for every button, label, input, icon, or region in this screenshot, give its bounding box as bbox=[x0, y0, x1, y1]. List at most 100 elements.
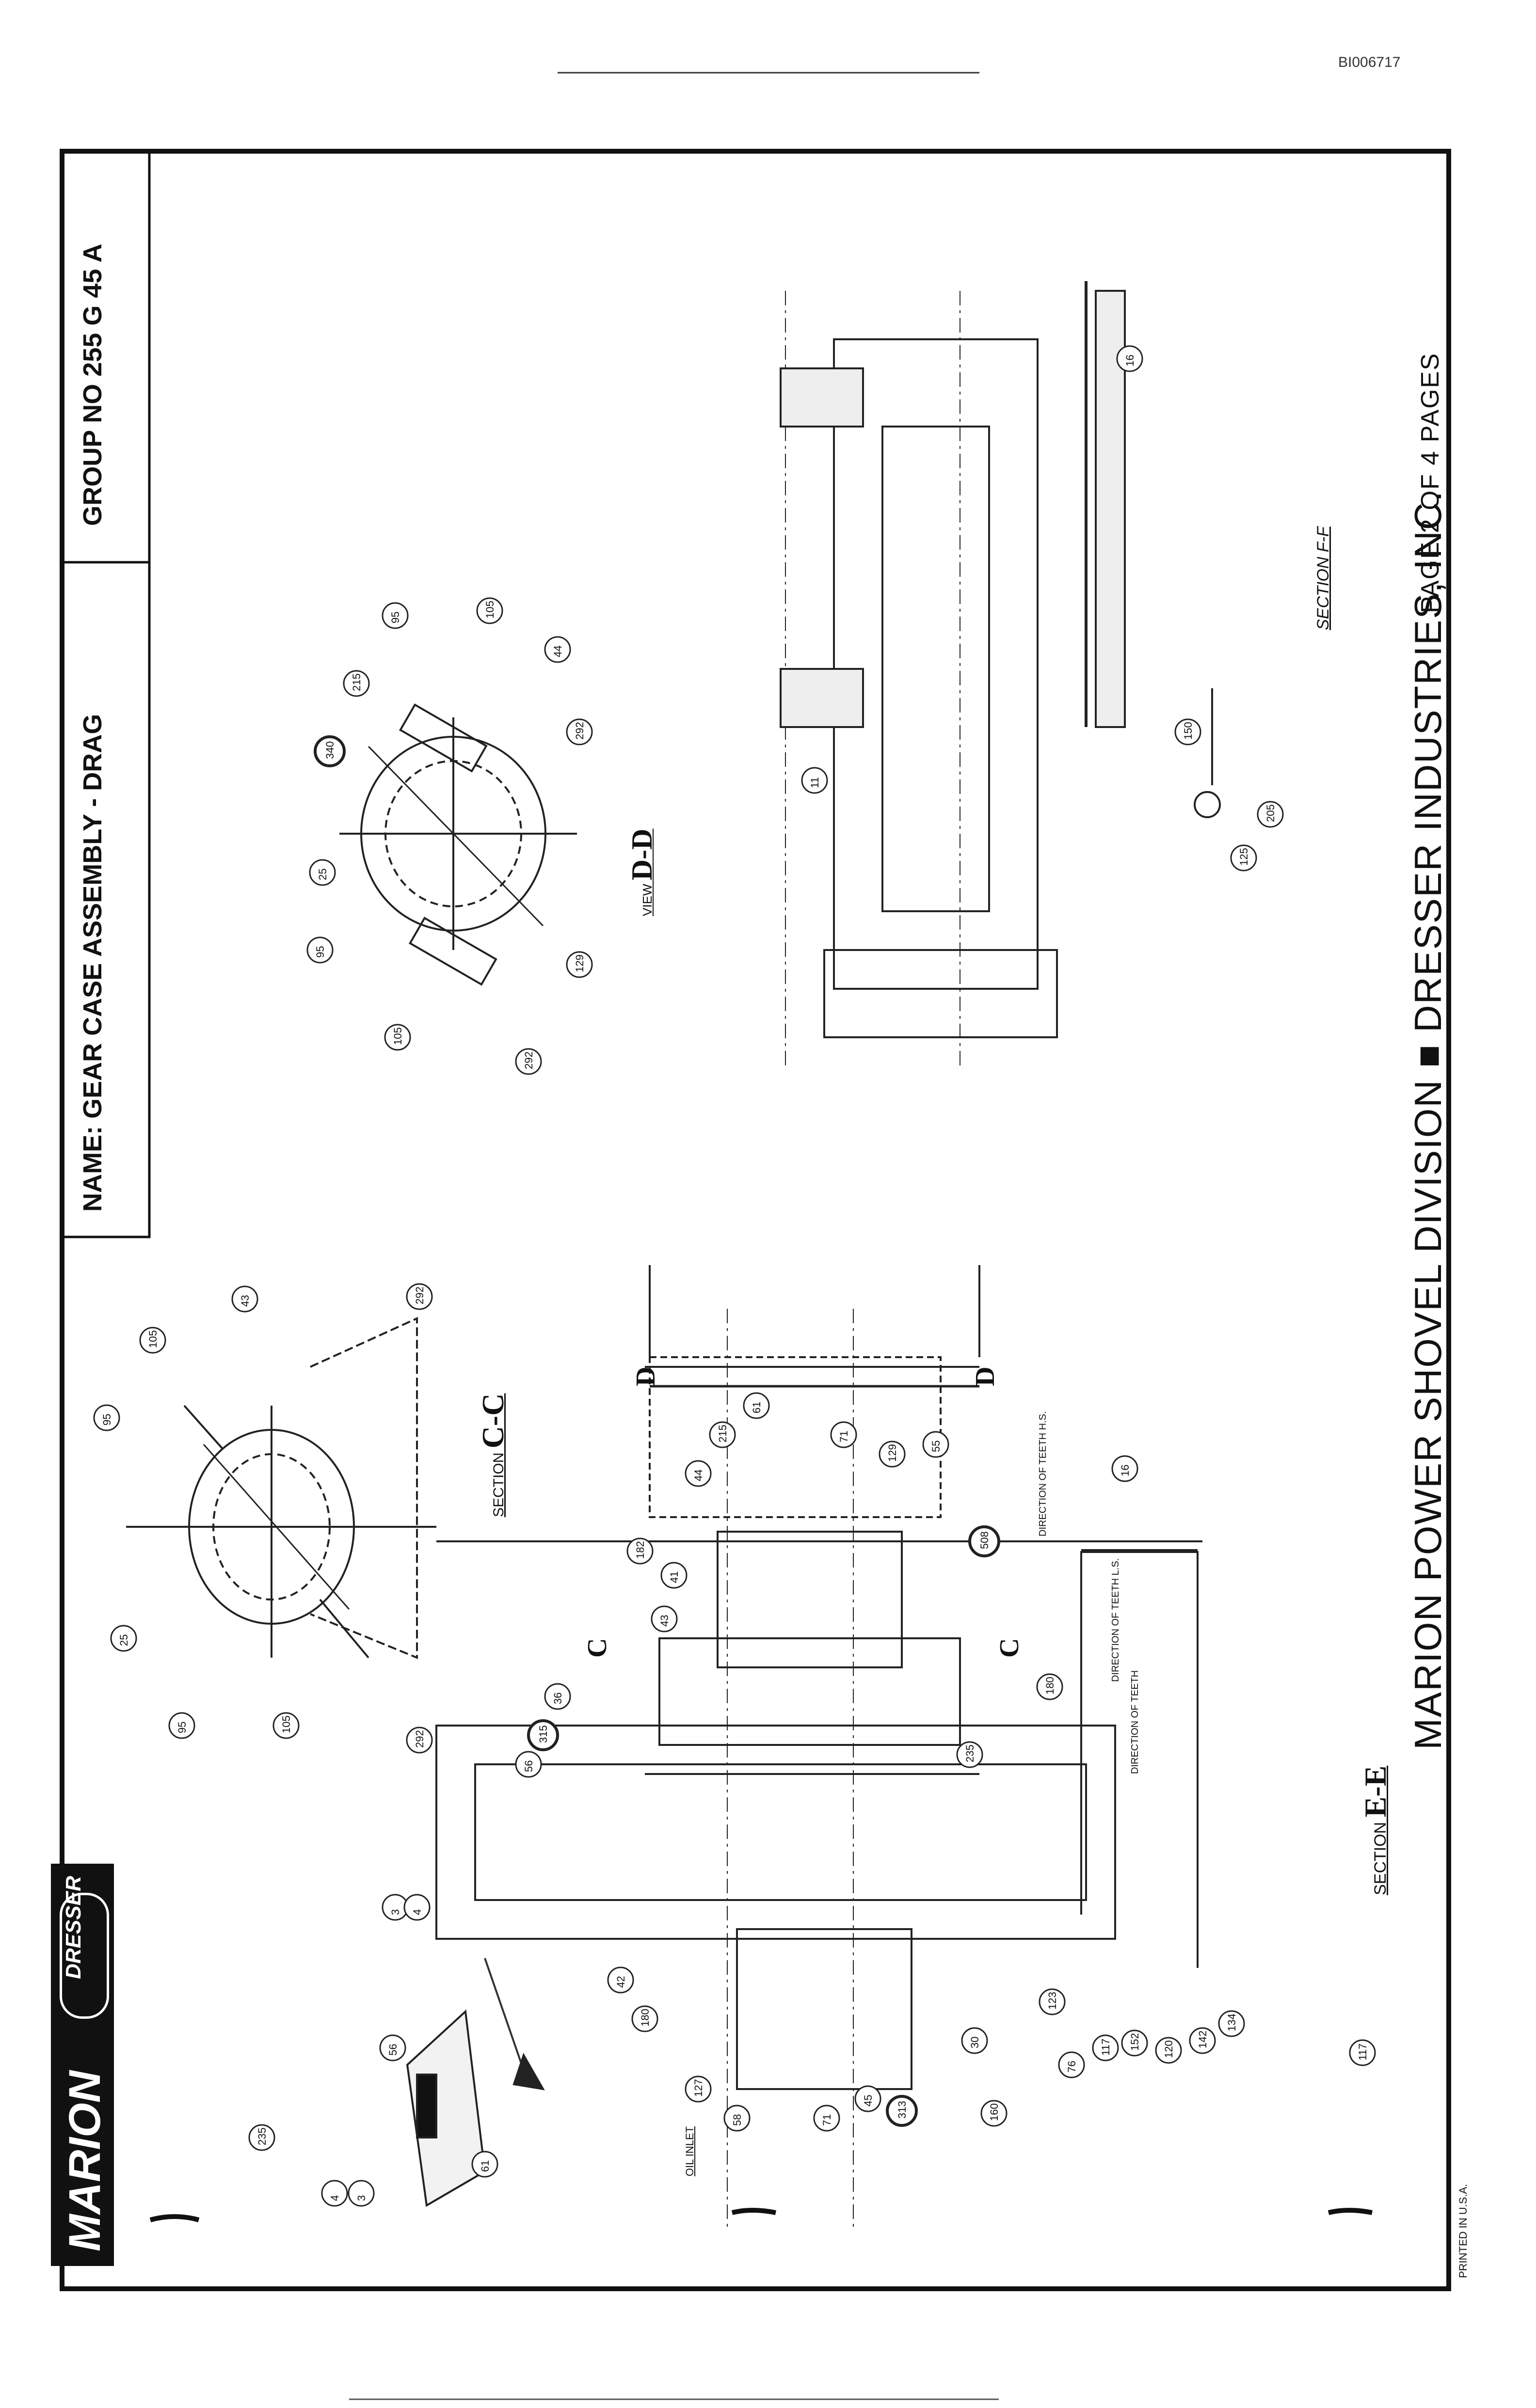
balloon-ee-16: 16 bbox=[1119, 1464, 1131, 1476]
logo-marion: MARION bbox=[60, 2070, 110, 2251]
balloon-ee-56: 56 bbox=[523, 1760, 535, 1772]
title-block bbox=[61, 150, 151, 1238]
section-cc-letters: C-C bbox=[476, 1393, 510, 1449]
section-ee-label: SECTION E-E bbox=[1358, 1766, 1393, 1895]
balloon-dd-25: 25 bbox=[317, 868, 329, 880]
section-ff-label: SECTION F-F bbox=[1314, 526, 1332, 630]
drawing-border bbox=[60, 149, 1451, 2291]
balloon-ee-61: 61 bbox=[751, 1401, 763, 1413]
balloon-cc-105: 105 bbox=[280, 1715, 292, 1733]
balloon-cc-95: 95 bbox=[176, 1721, 188, 1733]
balloon-detail-3: 3 bbox=[355, 2195, 368, 2201]
section-ee-balloons bbox=[382, 1392, 1376, 2132]
detail-drawing bbox=[406, 2009, 486, 2207]
balloon-ee-235: 235 bbox=[964, 1744, 976, 1762]
balloon-dd-105: 105 bbox=[484, 601, 496, 618]
balloon-dd-44: 44 bbox=[552, 645, 564, 657]
view-dd-label: VIEW D-D bbox=[625, 829, 659, 916]
view-dd-drawing bbox=[339, 703, 577, 986]
balloon-ee-76: 76 bbox=[1066, 2060, 1078, 2073]
balloon-ee-117: 117 bbox=[1357, 2043, 1369, 2060]
balloon-ee-142: 142 bbox=[1197, 2030, 1209, 2048]
cut-c-left: C bbox=[582, 1638, 612, 1658]
document-id: BI006717 bbox=[1338, 54, 1401, 70]
logo-dresser: DRESSER bbox=[62, 1876, 85, 1979]
balloon-ee-120: 120 bbox=[1163, 2040, 1175, 2058]
cut-c-right: C bbox=[994, 1638, 1024, 1658]
balloon-ee-44: 44 bbox=[692, 1469, 704, 1481]
oil-inlet-label: OIL INLET bbox=[684, 2126, 696, 2176]
balloon-ee-3: 3 bbox=[389, 1909, 401, 1915]
section-cc-balloons bbox=[93, 1283, 433, 1754]
balloon-ee-30: 30 bbox=[969, 2036, 981, 2048]
view-dd-letters: D-D bbox=[626, 828, 658, 881]
balloon-ee-71: 71 bbox=[838, 1430, 850, 1442]
balloon-ee-134: 134 bbox=[1226, 2013, 1238, 2031]
balloon-dd-105: 105 bbox=[392, 1027, 404, 1045]
balloon-ee-45: 45 bbox=[862, 2094, 874, 2107]
balloon-cc-95: 95 bbox=[101, 1413, 113, 1426]
view-dd-word: VIEW bbox=[640, 884, 655, 916]
balloon-ee-313: 313 bbox=[896, 2101, 908, 2119]
balloon-ee-41: 41 bbox=[668, 1571, 680, 1583]
balloon-ee-4: 4 bbox=[411, 1909, 423, 1915]
printed-in-usa: PRINTED IN U.S.A. bbox=[1457, 2184, 1469, 2278]
balloon-ff-205: 205 bbox=[1264, 804, 1277, 822]
balloon-ee-315: 315 bbox=[537, 1725, 549, 1743]
name-value: GEAR CASE ASSEMBLY - DRAG bbox=[78, 713, 107, 1119]
group-label: GROUP NO bbox=[78, 383, 107, 526]
drawing-name: NAME: GEAR CASE ASSEMBLY - DRAG bbox=[78, 714, 108, 1212]
section-cc-label: SECTION C-C bbox=[475, 1394, 511, 1517]
balloon-ff-150: 150 bbox=[1182, 722, 1194, 740]
balloon-ee-42: 42 bbox=[615, 1976, 627, 1988]
balloon-dd-95: 95 bbox=[314, 946, 326, 958]
balloon-dd-95: 95 bbox=[389, 611, 401, 623]
section-ff-drawing bbox=[780, 281, 1221, 1066]
view-dd-balloons bbox=[306, 597, 593, 1075]
section-ee-letters: E-E bbox=[1358, 1765, 1392, 1818]
balloon-ee-180: 180 bbox=[1044, 1677, 1056, 1695]
balloon-ee-129: 129 bbox=[886, 1444, 898, 1462]
page-number: PAGE 2 OF 4 PAGES bbox=[1416, 352, 1444, 613]
group-number: GROUP NO 255 G 45 A bbox=[78, 244, 108, 526]
name-label: NAME: bbox=[78, 1126, 107, 1212]
balloon-ee-43: 43 bbox=[658, 1615, 671, 1627]
cut-d-left: D bbox=[631, 1366, 661, 1386]
marion-dresser-logo: MARION DRESSER bbox=[51, 1864, 114, 2266]
section-cc-drawing bbox=[126, 1316, 436, 1659]
section-ee-drawing bbox=[435, 1265, 1202, 2230]
balloon-ee-123: 123 bbox=[1046, 1992, 1058, 2010]
balloon-ff-11: 11 bbox=[809, 777, 821, 788]
balloon-cc-292: 292 bbox=[414, 1730, 426, 1748]
balloon-ee-152: 152 bbox=[1129, 2033, 1141, 2051]
balloon-ff-125: 125 bbox=[1238, 848, 1250, 866]
balloon-cc-43: 43 bbox=[239, 1295, 251, 1307]
balloon-ee-127: 127 bbox=[692, 2079, 704, 2097]
balloon-dd-340: 340 bbox=[324, 741, 336, 759]
balloon-cc-292: 292 bbox=[414, 1286, 426, 1304]
balloon-cc-105: 105 bbox=[147, 1330, 159, 1348]
balloon-dd-292: 292 bbox=[574, 722, 586, 740]
balloon-ee-215: 215 bbox=[717, 1425, 729, 1442]
section-ee-word: SECTION bbox=[1371, 1822, 1390, 1895]
balloon-ee-180: 180 bbox=[639, 2009, 651, 2027]
balloon-ee-55: 55 bbox=[930, 1440, 942, 1452]
balloon-ee-117: 117 bbox=[1100, 2038, 1112, 2056]
direction-teeth-label: DIRECTION OF TEETH bbox=[1130, 1670, 1140, 1774]
balloon-dd-292: 292 bbox=[523, 1051, 535, 1069]
balloon-dd-215: 215 bbox=[351, 673, 363, 691]
section-cc-word: SECTION bbox=[491, 1452, 507, 1517]
balloon-dd-129: 129 bbox=[574, 954, 586, 972]
direction-teeth-hs-label: DIRECTION OF TEETH H.S. bbox=[1038, 1411, 1048, 1537]
balloon-ee-58: 58 bbox=[731, 2114, 743, 2126]
balloon-ee-182: 182 bbox=[634, 1541, 646, 1559]
balloon-ee-508: 508 bbox=[978, 1531, 991, 1549]
balloon-ee-36: 36 bbox=[552, 1692, 564, 1704]
section-ff-balloons bbox=[801, 345, 1284, 871]
cut-d-right: D bbox=[970, 1366, 1000, 1386]
balloon-cc-25: 25 bbox=[118, 1634, 130, 1646]
company-line: MARION POWER SHOVEL DIVISION ■ DRESSER I… bbox=[1407, 490, 1449, 1750]
detail-balloons bbox=[248, 2034, 498, 2207]
balloon-detail-235: 235 bbox=[256, 2127, 268, 2145]
